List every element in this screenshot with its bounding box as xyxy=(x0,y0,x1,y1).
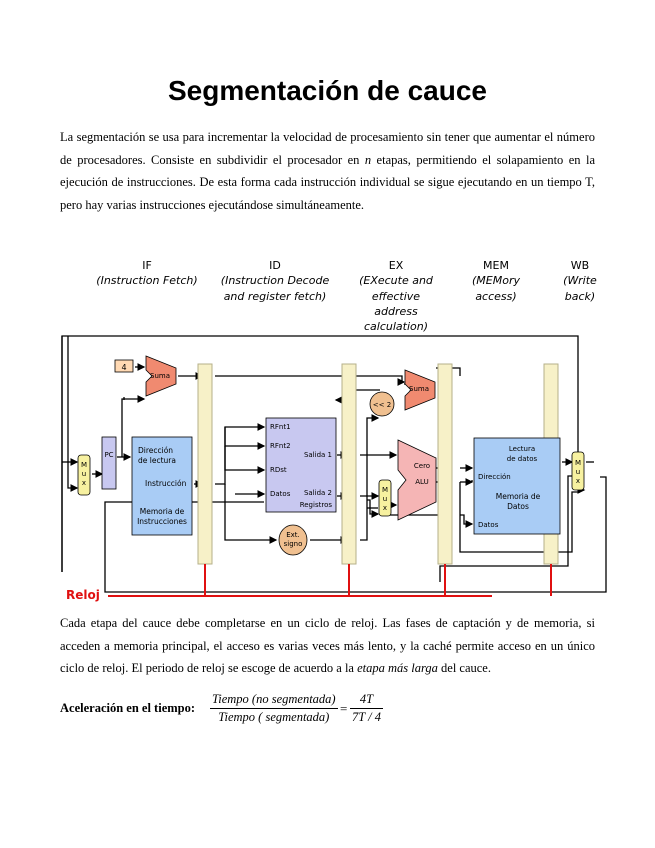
branch-adder xyxy=(404,369,436,411)
clock-text-1: Cada etapa del cauce debe completarse en… xyxy=(60,616,595,676)
stage-ex-desc-4: calculation) xyxy=(364,320,428,333)
pc-mux-m: M xyxy=(81,461,87,469)
reg-name: Registros xyxy=(300,501,333,509)
pipeline-register-ex-mem xyxy=(437,363,453,565)
stage-mem-name: MEM xyxy=(483,259,509,272)
intro-paragraph: La segmentación se usa para incrementar … xyxy=(60,126,595,216)
stage-if-desc: (Instruction Fetch) xyxy=(96,274,197,287)
reg-rf1: RFnt1 xyxy=(270,423,291,431)
clock-paragraph: Cada etapa del cauce debe completarse en… xyxy=(60,612,595,680)
alu-mux xyxy=(378,479,392,517)
intro-text-1: La segmentación se usa para incrementar … xyxy=(60,130,595,167)
reg-rf2: RFnt2 xyxy=(270,442,291,450)
reg-rd: RDst xyxy=(270,466,287,474)
imem-addr-1: Dirección xyxy=(138,446,173,455)
constant-4: 4 xyxy=(121,363,126,372)
alu-mux-x: x xyxy=(383,504,387,512)
shift-left-2-label: << 2 xyxy=(373,401,391,409)
dmem-name-2: Datos xyxy=(507,502,529,511)
stage-mem-desc-1: (MEMory xyxy=(472,274,520,287)
instruction-memory xyxy=(131,436,193,536)
writeback-mux xyxy=(571,451,585,491)
sign-extend-1: Ext. xyxy=(286,531,300,539)
alu-mux-u: u xyxy=(383,495,387,503)
stage-ex-desc-2: effective xyxy=(372,290,420,303)
value-fraction: 4T 7T / 4 xyxy=(350,692,383,725)
branch-adder-label: Suma xyxy=(409,385,429,393)
program-counter xyxy=(101,436,117,490)
time-ratio-numerator: Tiempo (no segmentada) xyxy=(212,692,336,706)
dmem-addr: Dirección xyxy=(478,473,511,481)
formula-label: Aceleración en el tiempo: xyxy=(60,701,196,715)
pc-mux-u: u xyxy=(82,470,86,478)
page-title: Segmentación de cauce xyxy=(167,75,487,106)
pc-adder-label: Suma xyxy=(150,372,170,380)
stage-wb-name: WB xyxy=(571,259,589,272)
dmem-datos: Datos xyxy=(478,521,499,529)
pc-mux-x: x xyxy=(82,479,86,487)
imem-name-2: Instrucciones xyxy=(137,517,187,526)
stage-if-name: IF xyxy=(142,259,152,272)
imem-instr: Instrucción xyxy=(145,479,187,488)
alu-label: ALU xyxy=(415,478,428,486)
value-numerator: 4T xyxy=(359,692,374,706)
stage-mem-desc-2: access) xyxy=(475,290,516,303)
constant-4-box xyxy=(114,359,134,373)
stage-id-name: ID xyxy=(269,259,281,272)
intro-n: n xyxy=(364,152,372,167)
pc-adder xyxy=(145,355,177,397)
dmem-read-1: Lectura xyxy=(509,445,535,453)
alu-mux-m: M xyxy=(382,486,388,494)
pipeline-register-if-id xyxy=(197,363,213,565)
pipeline-register-id-ex xyxy=(341,363,357,565)
register-file xyxy=(265,417,337,513)
sign-extend-2: signo xyxy=(284,540,303,548)
pipeline-diagram: IF (Instruction Fetch) ID (Instruction D… xyxy=(61,259,607,602)
value-denominator: 7T / 4 xyxy=(350,708,383,724)
stage-wb-desc-2: back) xyxy=(565,290,595,303)
stage-id-desc-1: (Instruction Decode xyxy=(221,274,330,287)
reg-datos: Datos xyxy=(270,490,291,498)
wb-mux-m: M xyxy=(575,459,581,467)
time-ratio-denominator: Tiempo ( segmentada) xyxy=(210,708,338,725)
alu-zero: Cero xyxy=(414,462,430,470)
stage-ex-name: EX xyxy=(389,259,404,272)
shift-left-2 xyxy=(369,391,395,417)
imem-addr-2: de lectura xyxy=(138,456,176,465)
stage-wb-desc-1: (Write xyxy=(563,274,597,287)
stage-ex-desc-3: address xyxy=(374,305,418,318)
sign-extend xyxy=(278,524,308,556)
reg-out2: Salida 2 xyxy=(304,489,332,497)
data-memory xyxy=(473,437,561,535)
intro-text-2: etapas, permitiendo el solapamiento en l… xyxy=(60,152,595,212)
imem-name-1: Memoria de xyxy=(140,507,185,516)
dmem-read-2: de datos xyxy=(507,455,538,463)
wb-mux-x: x xyxy=(576,477,580,485)
equals-sign: = xyxy=(340,701,348,716)
clock-label: Reloj xyxy=(66,588,100,602)
wb-mux-u: u xyxy=(576,468,580,476)
pc-mux xyxy=(77,454,91,496)
stage-ex-desc-1: (EXecute and xyxy=(359,274,434,287)
clock-text-em: etapa más larga xyxy=(357,661,438,676)
reg-out1: Salida 1 xyxy=(304,451,332,459)
clock-text-2: del cauce. xyxy=(437,661,491,676)
program-counter-label: PC xyxy=(104,451,113,459)
dmem-name-1: Memoria de xyxy=(496,492,541,501)
time-ratio-fraction: Tiempo (no segmentada) Tiempo ( segmenta… xyxy=(210,692,338,725)
stage-id-desc-2: and register fetch) xyxy=(224,290,327,303)
alu xyxy=(397,439,437,521)
speedup-formula: Aceleración en el tiempo: Tiempo (no seg… xyxy=(60,692,600,732)
